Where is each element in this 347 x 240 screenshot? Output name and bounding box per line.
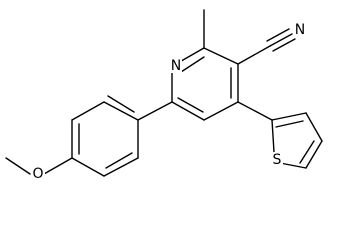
thiophene-bond-1-double (275, 120, 304, 128)
chemical-structure-diagram: N N S O (5, 9, 323, 182)
nitrile-nitrogen-label: N (295, 22, 305, 38)
phenyl-bond-1 (103, 101, 139, 121)
pyridine-ring (171, 47, 239, 121)
pyridine-nitrogen-label: N (171, 58, 181, 74)
thiophene-bond-3 (305, 140, 323, 169)
thiophene-bond-2 (305, 112, 323, 142)
bond-c4-c5 (203, 101, 239, 121)
methoxy-oxygen-label: O (32, 166, 43, 182)
bond-c4-thiophene (237, 101, 273, 121)
bond-c5-c6 (171, 101, 205, 121)
bond-phenyl-oxygen (43, 157, 73, 175)
thiophene-bond-1 (271, 112, 307, 121)
triple-bond-line-2 (266, 28, 290, 42)
atom-labels: N N S O (31, 22, 307, 182)
nitrile-group (237, 28, 296, 65)
phenyl-bond-4 (71, 157, 105, 177)
triple-bond-line-1 (269, 33, 293, 47)
thiophene-bond-3-double (299, 140, 315, 164)
bond-c2-c3 (203, 47, 239, 65)
methoxyphenyl-group (5, 95, 173, 177)
bond-c6-phenyl (137, 101, 173, 121)
bond-n1-c2-double (180, 56, 205, 73)
thiophene-bond-5 (271, 119, 275, 153)
triple-bond-line-3 (272, 38, 296, 52)
phenyl-bond-5-double (105, 152, 133, 169)
bond-oxygen-methyl (5, 157, 31, 175)
phenyl-bond-1-double (107, 95, 135, 113)
phenyl-bond-2 (71, 101, 105, 121)
thiophene-bond-4 (279, 162, 307, 169)
thiophene-sulfur-label: S (273, 152, 282, 168)
phenyl-bond-5 (103, 157, 139, 177)
bond-c3-cn (237, 45, 271, 65)
bond-c5-c6-double (177, 97, 204, 113)
thiophene-ring (237, 101, 323, 169)
